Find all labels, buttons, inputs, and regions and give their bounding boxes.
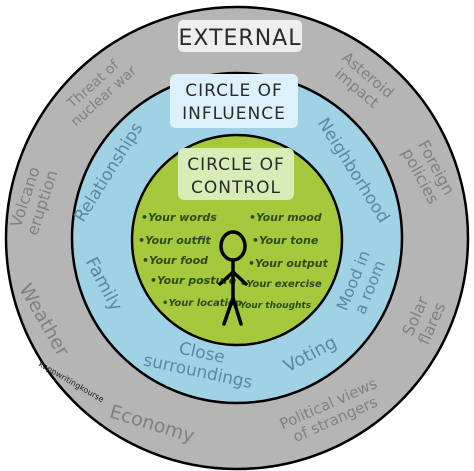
control-item-output: •Your output (248, 257, 329, 270)
influence-label: CIRCLE OF INFLUENCE (170, 74, 298, 128)
external-label: EXTERNAL (178, 20, 302, 52)
stick-figure-icon (218, 230, 248, 326)
control-item-location: •Your location (162, 298, 242, 309)
control-item-exercise: •Your exercise (240, 279, 322, 290)
svg-text:CIRCLE OF: CIRCLE OF (185, 81, 283, 101)
svg-text:CIRCLE OF: CIRCLE OF (187, 155, 285, 175)
svg-text:CONTROL: CONTROL (191, 178, 281, 198)
control-item-mood: •Your mood (249, 211, 322, 224)
control-item-thoughts: •Your thoughts (234, 301, 312, 311)
control-item-food: •Your food (142, 254, 208, 267)
svg-text:EXTERNAL: EXTERNAL (179, 26, 302, 51)
control-item-tone: •Your tone (252, 234, 319, 247)
control-item-outfit: •Your outfit (138, 234, 212, 247)
control-item-posture: •Your posture (150, 274, 237, 287)
control-items: •Your words •Your outfit •Your food •You… (138, 211, 329, 311)
control-item-words: •Your words (141, 211, 217, 224)
control-label: CIRCLE OF CONTROL (178, 148, 294, 200)
svg-text:INFLUENCE: INFLUENCE (182, 104, 286, 124)
